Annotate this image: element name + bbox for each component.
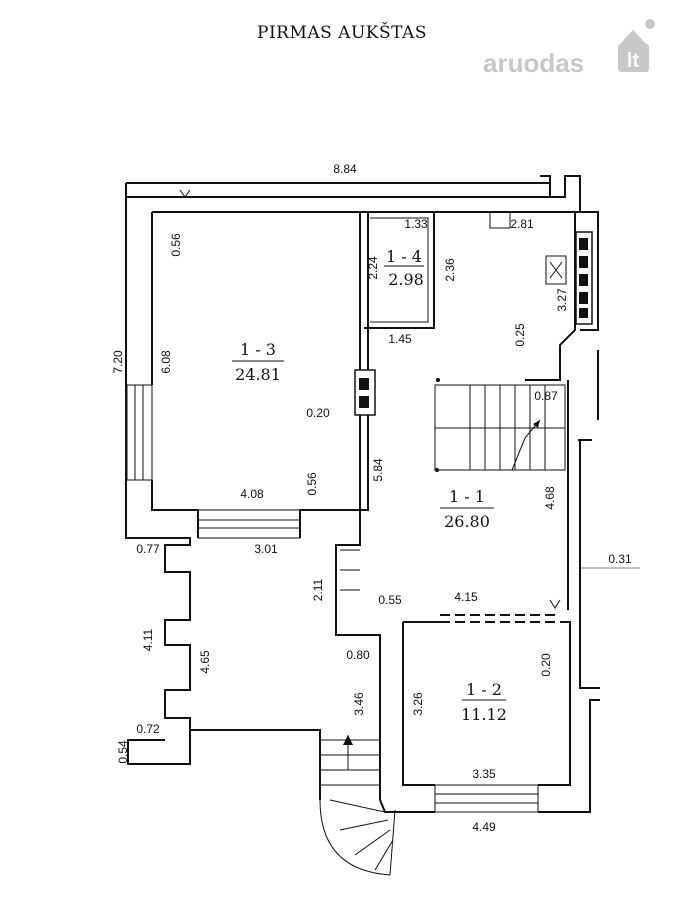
watermark: aruodas lt [483, 19, 655, 78]
outer-left-wall [125, 183, 191, 765]
room-4-id: 1 - 4 [386, 247, 422, 266]
room-3-id: 1 - 3 [240, 340, 276, 359]
dim-bath-height: 2.24 [366, 256, 380, 280]
stair-arrow-icon [533, 420, 540, 428]
kitchen-walls [434, 211, 576, 381]
room-4-area: 2.98 [388, 270, 424, 289]
dim-partition: 0.20 [306, 406, 330, 420]
dim-step-width: 0.55 [378, 593, 402, 607]
dim-porch-depth: 4.65 [198, 650, 212, 674]
dim-room2-height: 3.26 [411, 692, 425, 716]
dim-kitchen-top: 2.81 [510, 217, 534, 231]
room-1-area: 26.80 [444, 512, 490, 531]
dim-left-total: 4.11 [141, 628, 155, 651]
room-2-id: 1 - 2 [466, 680, 502, 699]
watermark-roof-icon [620, 30, 646, 44]
vent-icon [359, 396, 369, 408]
watermark-dot-icon [645, 19, 655, 29]
sink [489, 211, 511, 229]
boiler-icon [549, 261, 563, 279]
watermark-badge [618, 44, 649, 72]
chimney [354, 369, 376, 416]
dim-bottom-stub: 0.72 [136, 722, 160, 736]
dim-bath-depth: 2.36 [443, 258, 457, 282]
dim-stair-run: 3.46 [352, 692, 366, 716]
watermark-tld: lt [627, 50, 640, 72]
dim-top-width: 8.84 [333, 162, 357, 176]
dim-bath-bottom: 1.45 [388, 332, 412, 346]
dim-kitchen-side: 3.27 [555, 288, 569, 312]
room3-bottom-window [197, 509, 301, 539]
vent-icon [579, 308, 588, 318]
right-outer-wall [578, 439, 600, 689]
dim-right-gap: 0.31 [608, 552, 632, 566]
dim-bottom-total: 4.49 [472, 820, 496, 834]
right-outer-column [580, 211, 599, 331]
dimensions: 8.84 0.56 7.20 6.08 0.20 4.08 0.56 5.84 … [111, 162, 640, 834]
room3-left-window [126, 384, 153, 481]
dim-room3-width: 4.08 [240, 487, 264, 501]
staircase [434, 384, 566, 471]
dim-hall-height: 5.84 [371, 458, 385, 482]
dim-room1-height: 4.68 [543, 486, 557, 510]
dim-stair-width: 0.87 [534, 389, 558, 403]
dim-room2-wall: 0.20 [539, 653, 553, 677]
dim-bottom-wall: 0.54 [116, 740, 130, 764]
vent-icon [579, 292, 588, 304]
room3-left-lower [151, 480, 199, 538]
spiral-stair [319, 735, 396, 876]
vent-icon [579, 238, 588, 250]
bathroom-walls [364, 211, 435, 329]
watermark-word: aruodas [483, 48, 584, 78]
vent-icon [579, 274, 588, 286]
room2-window [434, 784, 539, 813]
room2-walls [402, 621, 571, 786]
vent-icon [359, 378, 369, 390]
room-2-area: 11.12 [461, 705, 507, 724]
dim-room1-width: 4.15 [454, 590, 478, 604]
dim-step-height: 2.11 [311, 578, 325, 601]
dim-porch-width: 3.01 [254, 542, 278, 556]
plan-title: PIRMAS AUKŠTAS [257, 22, 427, 43]
room-3-area: 24.81 [235, 365, 281, 384]
dim-room3-bottom-wall: 0.56 [305, 472, 319, 496]
dim-corner-wall: 0.25 [513, 323, 527, 347]
boiler [545, 255, 567, 285]
room-1-id: 1 - 1 [449, 487, 485, 506]
room-labels: 1 - 3 24.81 1 - 4 2.98 1 - 1 26.80 1 - 2… [232, 247, 507, 724]
vent-icon [579, 256, 588, 268]
walls [125, 175, 600, 876]
dim-bath-width: 1.33 [404, 217, 428, 231]
dim-room3-wall-offset: 0.56 [169, 233, 183, 257]
entrance-steps [340, 549, 360, 591]
dim-left-stub: 0.77 [136, 542, 160, 556]
dim-room3-height: 6.08 [159, 350, 173, 374]
top-right-notch [540, 175, 581, 213]
porch-edge [190, 729, 321, 800]
dim-room2-width: 3.35 [472, 767, 496, 781]
dim-left-height: 7.20 [111, 350, 125, 374]
spiral-arrow-icon [343, 735, 353, 745]
dim-entry-wall: 0.80 [346, 648, 370, 662]
hall-left-lower [335, 510, 381, 800]
